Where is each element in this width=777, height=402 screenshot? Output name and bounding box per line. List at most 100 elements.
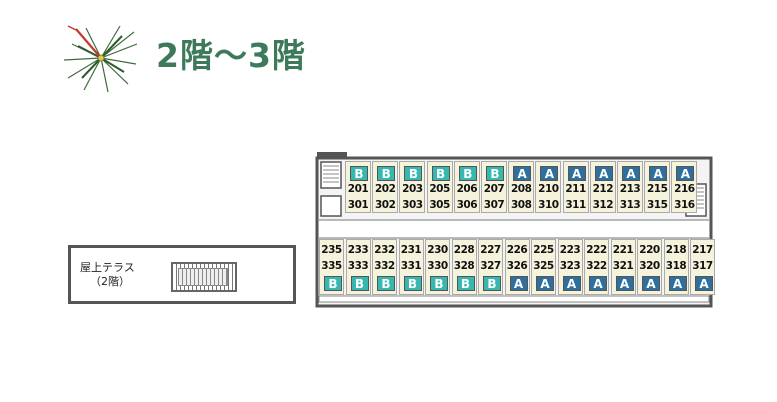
room-number-2f: 235	[321, 244, 342, 256]
room-number-3f: 331	[400, 260, 422, 272]
unit-226-326[interactable]: A 226 326	[504, 239, 530, 295]
room-number-3f: 332	[374, 260, 395, 272]
room-number-2f: 211	[565, 183, 586, 195]
unit-type-badge: B	[350, 166, 368, 181]
room-number-2f: 205	[429, 183, 450, 195]
unit-202-302[interactable]: B 202 302	[372, 161, 399, 213]
unit-type-badge: B	[377, 276, 395, 291]
unit-221-321[interactable]: A 221 321	[610, 239, 636, 295]
room-number-3f: 306	[456, 199, 478, 211]
unit-type-badge: B	[431, 166, 450, 181]
unit-type-badge: A	[509, 276, 528, 291]
unit-type-badge: B	[486, 166, 504, 181]
room-number-2f: 217	[692, 244, 713, 256]
unit-type-badge: A	[642, 276, 660, 291]
terrace-label-line1: 屋上テラス	[80, 261, 135, 274]
room-number-2f: 228	[453, 244, 475, 256]
room-number-2f: 202	[374, 183, 396, 195]
unit-type-badge: A	[649, 166, 668, 181]
room-number-3f: 321	[612, 260, 634, 272]
room-number-2f: 210	[538, 183, 559, 195]
unit-type-badge: B	[430, 276, 448, 291]
room-number-3f: 302	[374, 199, 396, 211]
unit-type-badge: B	[456, 276, 475, 291]
unit-230-330[interactable]: B 230 330	[425, 239, 450, 295]
room-number-2f: 220	[639, 244, 660, 256]
page-title: 2階〜3階	[156, 36, 306, 75]
unit-232-332[interactable]: B 232 332	[372, 239, 397, 295]
room-number-2f: 215	[646, 183, 668, 195]
terrace-label-line2: （2階）	[90, 275, 130, 288]
room-number-3f: 328	[453, 260, 475, 272]
room-number-3f: 333	[347, 260, 369, 272]
room-number-3f: 317	[692, 260, 713, 272]
room-number-2f: 212	[592, 183, 614, 195]
room-number-2f: 222	[586, 244, 607, 256]
unit-type-badge: B	[324, 276, 342, 291]
room-number-2f: 203	[402, 183, 423, 195]
terrace-stair-treads	[178, 268, 228, 286]
room-number-3f: 308	[510, 199, 532, 211]
unit-type-badge: A	[589, 276, 607, 291]
room-number-2f: 218	[665, 244, 687, 256]
unit-228-328[interactable]: B 228 328	[451, 239, 477, 295]
room-number-3f: 330	[427, 260, 448, 272]
unit-205-305[interactable]: B 205 305	[426, 161, 453, 213]
room-number-2f: 221	[612, 244, 634, 256]
room-number-3f: 315	[646, 199, 668, 211]
unit-type-badge: B	[458, 166, 477, 181]
unit-type-badge: A	[540, 166, 559, 181]
room-number-3f: 311	[565, 199, 586, 211]
unit-206-306[interactable]: B 206 306	[453, 161, 480, 213]
room-number-3f: 322	[586, 260, 607, 272]
unit-220-320[interactable]: A 220 320	[637, 239, 662, 295]
room-number-2f: 223	[559, 244, 581, 256]
rooftop-terrace-label: 屋上テラス （2階）	[80, 261, 135, 289]
room-number-2f: 230	[427, 244, 448, 256]
room-number-3f: 305	[429, 199, 450, 211]
room-number-3f: 320	[639, 260, 660, 272]
room-number-2f: 226	[506, 244, 528, 256]
room-number-3f: 325	[533, 260, 554, 272]
room-number-2f: 206	[456, 183, 478, 195]
compass-icon	[63, 25, 138, 93]
room-number-3f: 323	[559, 260, 581, 272]
room-number-3f: 326	[506, 260, 528, 272]
unit-225-325[interactable]: A 225 325	[531, 239, 556, 295]
unit-215-315[interactable]: A 215 315	[644, 161, 671, 213]
room-number-3f: 316	[674, 199, 695, 211]
room-number-3f: 310	[538, 199, 559, 211]
unit-222-322[interactable]: A 222 322	[584, 239, 609, 295]
unit-type-badge: A	[615, 276, 634, 291]
room-number-2f: 231	[400, 244, 422, 256]
unit-type-badge: B	[377, 166, 396, 181]
room-number-3f: 313	[619, 199, 641, 211]
unit-210-310[interactable]: A 210 310	[535, 161, 562, 213]
room-number-2f: 225	[533, 244, 554, 256]
unit-type-badge: A	[622, 166, 640, 181]
room-number-2f: 232	[374, 244, 395, 256]
unit-type-badge: A	[536, 276, 554, 291]
unit-type-badge: A	[668, 276, 687, 291]
unit-type-badge: B	[404, 166, 423, 181]
room-number-2f: 201	[347, 183, 369, 195]
room-number-3f: 327	[480, 260, 501, 272]
unit-type-badge: B	[350, 276, 369, 291]
room-number-2f: 227	[480, 244, 501, 256]
room-number-3f: 312	[592, 199, 614, 211]
